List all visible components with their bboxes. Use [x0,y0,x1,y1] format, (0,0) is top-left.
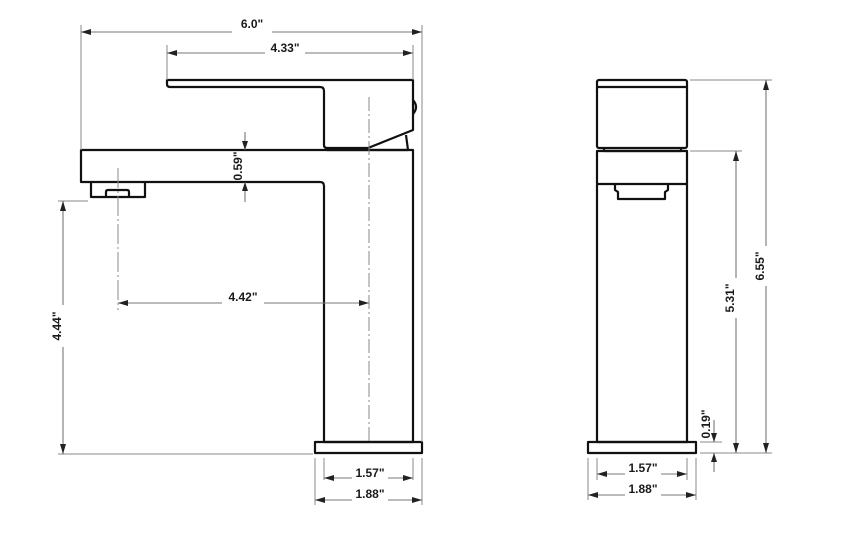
dim-spout-clearance: 4.44" [50,201,72,454]
dim-base-width-front: 1.88" [588,482,696,498]
handle-knob [412,99,418,115]
spout-reach-label: 4.42" [228,290,257,304]
faucet-side-outline [79,78,424,455]
body-width-front-label: 1.57" [628,461,657,475]
base-front [586,440,698,455]
dim-overall-width: 6.0" [81,17,422,38]
dim-body-height: 5.31" [723,151,745,453]
base-width-side-label: 1.88" [355,487,384,501]
base-width-front-label: 1.88" [628,482,657,496]
dim-body-width-front: 1.57" [597,461,687,477]
dim-base-thickness: 0.19" [699,409,717,472]
handle-length-label: 4.33" [270,41,299,55]
front-view: 6.55" 5.31" 0.19" 1.57" [586,78,775,500]
body-height-label: 5.31" [723,283,737,312]
base-plate [313,440,424,455]
base-thickness-label: 0.19" [699,409,713,438]
handle-lever [165,78,415,150]
handle-front [595,78,689,150]
body-width-side-label: 1.57" [355,466,384,480]
aerator-insert [104,188,131,197]
overall-width-label: 6.0" [241,17,263,31]
spout-clearance-label: 4.44" [50,311,64,340]
aerator-front [613,184,670,201]
dim-handle-length: 4.33" [167,41,413,58]
spout-thickness-label: 0.59" [231,151,245,180]
dim-base-width-side: 1.88" [315,487,422,503]
body-front [595,149,689,444]
dim-spout-thickness: 0.59" [231,132,248,202]
faucet-front-outline [586,78,698,455]
side-view: 6.0" 4.33" 0.59" 4.42" [50,17,424,505]
dim-spout-reach: 4.42" [118,290,369,306]
dim-body-width-side: 1.57" [324,465,413,481]
overall-height-label: 6.55" [753,251,767,280]
dim-overall-height: 6.55" [753,80,775,453]
